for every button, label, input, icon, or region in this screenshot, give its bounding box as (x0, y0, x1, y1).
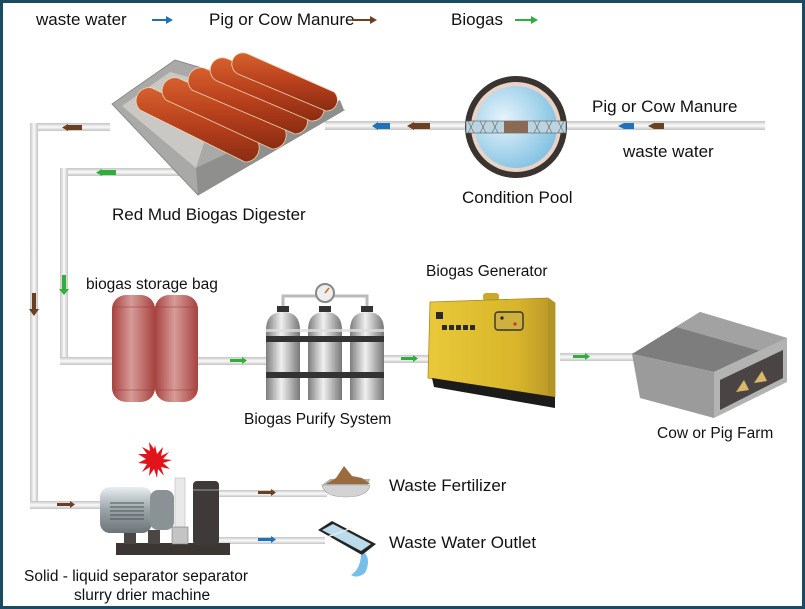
arrow-right-icon (258, 536, 276, 543)
generator-control-panel (494, 311, 524, 331)
arrow-down-icon (29, 293, 39, 316)
legend-item-biogas: Biogas (451, 10, 538, 29)
separator-motor (100, 487, 152, 533)
digester-label: Red Mud Biogas Digester (112, 205, 306, 224)
arrow-left-icon (372, 122, 390, 130)
legend-label: Biogas (451, 10, 503, 29)
biogas-purify-system: Biogas Purify System (244, 283, 391, 428)
purify-system-label: Biogas Purify System (244, 411, 391, 428)
waste-water-outlet: Waste Water Outlet (318, 521, 536, 577)
generator-label: Biogas Generator (426, 263, 548, 280)
farm-label: Cow or Pig Farm (657, 425, 773, 442)
purify-tanks (266, 306, 384, 400)
legend-label: Pig or Cow Manure (209, 10, 355, 29)
arrow-right-icon (573, 353, 590, 360)
legend: waste water Pig or Cow Manure Biogas (35, 10, 538, 29)
solid-liquid-separator: Solid - liquid separator separator slurr… (24, 442, 248, 604)
digester-rollers (135, 52, 338, 163)
biogas-pipe-top (60, 168, 185, 176)
legend-item-manure: Pig or Cow Manure (209, 10, 377, 29)
cow-pig-farm: Cow or Pig Farm (632, 312, 787, 442)
red-mud-biogas-digester: Red Mud Biogas Digester (111, 52, 346, 224)
arrow-left-icon (96, 169, 116, 176)
legend-item-waste-water: waste water (35, 10, 173, 29)
arrow-left-icon (407, 122, 430, 130)
alert-burst-icon (138, 442, 172, 478)
biogas-storage-bag: biogas storage bag (86, 276, 218, 402)
arrow-right-icon (401, 355, 418, 362)
arrow-right-icon (230, 357, 247, 364)
storage-bag-left (112, 295, 155, 402)
water-outlet-label: Waste Water Outlet (389, 533, 536, 552)
separator-label-line2: slurry drier machine (74, 587, 210, 604)
fertilizer-label: Waste Fertilizer (389, 476, 507, 495)
waste-fertilizer: Waste Fertilizer (321, 466, 507, 498)
legend-label: waste water (35, 10, 127, 29)
separator-base (116, 543, 230, 555)
separator-label-line1: Solid - liquid separator separator (24, 568, 248, 585)
separator-drum (193, 481, 219, 545)
pool-mesh-center (504, 121, 528, 133)
fertilizer-pile (326, 466, 370, 484)
storage-bag-label: biogas storage bag (86, 276, 218, 293)
biogas-pipe-generator-farm (560, 353, 640, 361)
arrow-left-icon (648, 123, 664, 129)
arrow-left-icon (618, 123, 634, 129)
biogas-pipe-left (60, 168, 68, 365)
condition-pool-label: Condition Pool (462, 188, 573, 207)
storage-bag-right (155, 295, 198, 402)
arrow-left-icon (62, 124, 82, 131)
arrow-right-icon (57, 501, 75, 508)
arrow-right-icon (152, 16, 173, 24)
condition-pool: Condition Pool (462, 76, 573, 207)
arrow-right-icon (515, 16, 538, 24)
input-water-label: waste water (622, 142, 714, 161)
flow-arrows (29, 122, 664, 543)
arrow-down-icon (59, 275, 69, 295)
input-manure-label: Pig or Cow Manure (592, 97, 738, 116)
biogas-generator: Biogas Generator (426, 263, 556, 408)
water-splash (351, 553, 368, 577)
arrow-right-icon (352, 16, 377, 24)
arrow-right-icon (258, 489, 276, 496)
